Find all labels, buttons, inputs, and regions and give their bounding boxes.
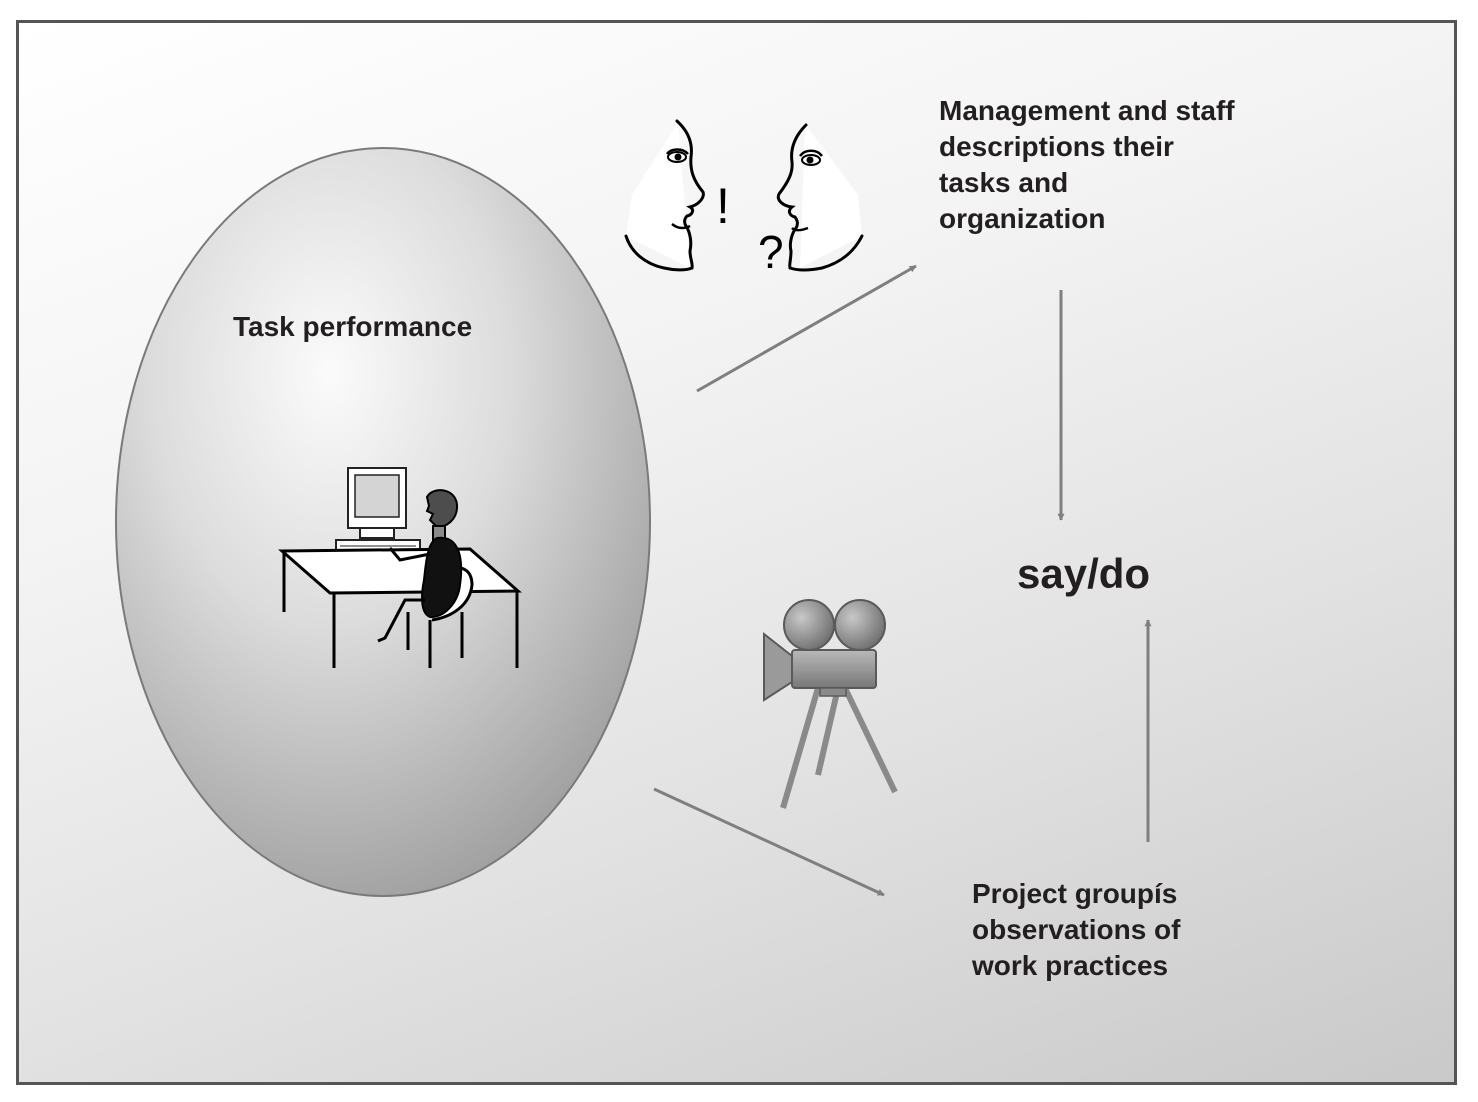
two-faces-icon: ! ? (624, 119, 864, 278)
say-do-label: say/do (1017, 550, 1150, 597)
observations-label: Project groupís observations of work pra… (971, 878, 1188, 981)
question-glyph: ? (758, 226, 784, 278)
exclaim-glyph: ! (716, 178, 730, 234)
arrow-to-descriptions (696, 264, 917, 393)
arrow-to-observations (653, 787, 885, 897)
computer-worker-icon (278, 467, 522, 668)
descriptions-label: Management and staff descriptions their … (939, 95, 1242, 234)
task-performance-label: Task performance (233, 311, 472, 342)
movie-camera-icon (763, 599, 898, 809)
